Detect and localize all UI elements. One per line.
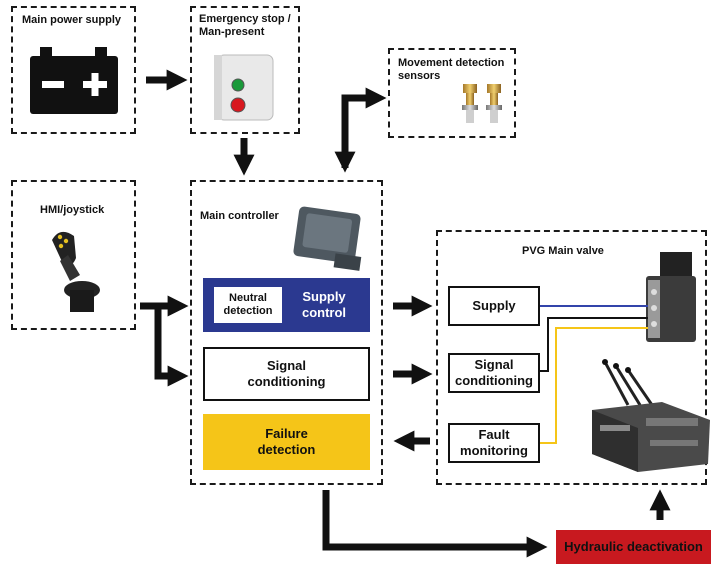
arrow-controller-to-hydraulic bbox=[322, 490, 548, 558]
main-power-supply-label: Main power supply bbox=[22, 14, 122, 26]
pvg-fault-monitoring-box: Fault monitoring bbox=[448, 423, 540, 463]
sensor-icon bbox=[462, 84, 502, 123]
failure-detection-block: Failure detection bbox=[203, 414, 370, 470]
signal-conditioning-controller-box: Signal conditioning bbox=[203, 347, 370, 401]
battery-icon bbox=[30, 47, 118, 114]
emergency-stop-icon bbox=[214, 54, 274, 121]
signal-wires bbox=[540, 305, 648, 444]
hmi-joystick-label: HMI/joystick bbox=[40, 204, 105, 216]
pvg-main-valve-label: PVG Main valve bbox=[522, 245, 604, 257]
arrow-hmi-to-signal bbox=[140, 302, 189, 387]
joystick-icon bbox=[52, 231, 100, 312]
pvg-valve-module-icon bbox=[646, 252, 696, 342]
arrow-controller-to-sensors bbox=[341, 87, 387, 168]
emergency-stop-label: Emergency stop / Man-present bbox=[199, 13, 291, 38]
pvg-valve-bank-icon bbox=[592, 359, 710, 472]
supply-control-text: Supply control bbox=[301, 289, 347, 320]
hydraulic-deactivation-block: Hydraulic deactivation bbox=[556, 530, 711, 564]
neutral-detection-box: Neutral detection bbox=[214, 287, 282, 323]
controller-icon bbox=[293, 206, 362, 271]
pvg-signal-conditioning-box: Signal conditioning bbox=[448, 353, 540, 393]
supply-control-block: Neutral detection Supply control bbox=[203, 278, 370, 332]
main-controller-label: Main controller bbox=[200, 210, 279, 222]
flow-arrows bbox=[140, 69, 671, 558]
pvg-supply-box: Supply bbox=[448, 286, 540, 326]
movement-sensors-label: Movement detection sensors bbox=[398, 57, 505, 82]
